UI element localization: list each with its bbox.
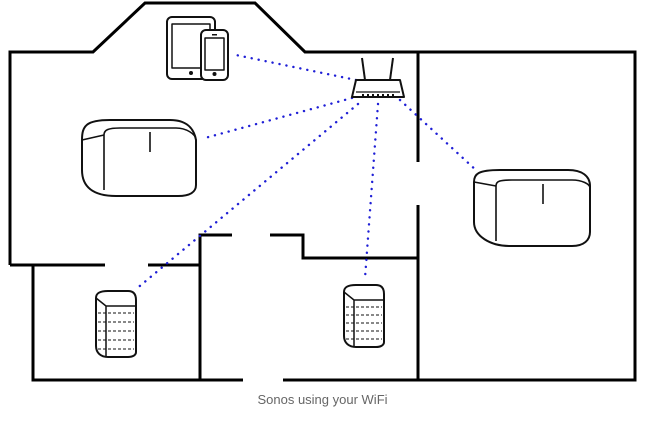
wall-center-top — [270, 233, 418, 260]
wifi-link-small-left — [133, 102, 360, 292]
wall-middle-partition — [198, 233, 232, 380]
outer-wall-top — [8, 1, 637, 382]
sonos-speaker-small-center — [343, 284, 385, 348]
diagram-caption: Sonos using your WiFi — [257, 392, 388, 407]
router-icon — [351, 57, 405, 98]
wifi-link-speaker-left — [203, 96, 354, 140]
sonos-speaker-right — [473, 169, 591, 247]
wifi-links — [133, 53, 480, 292]
sonos-speaker-small-left — [95, 290, 137, 358]
wifi-link-speaker-right — [398, 98, 480, 174]
wifi-link-tablet — [234, 53, 358, 82]
wifi-link-small-center — [363, 102, 380, 280]
wall-bottom-left-room — [31, 265, 243, 382]
phone-icon — [200, 29, 229, 81]
sonos-speaker-left — [81, 119, 197, 197]
tablet-phone-icon — [166, 16, 229, 81]
